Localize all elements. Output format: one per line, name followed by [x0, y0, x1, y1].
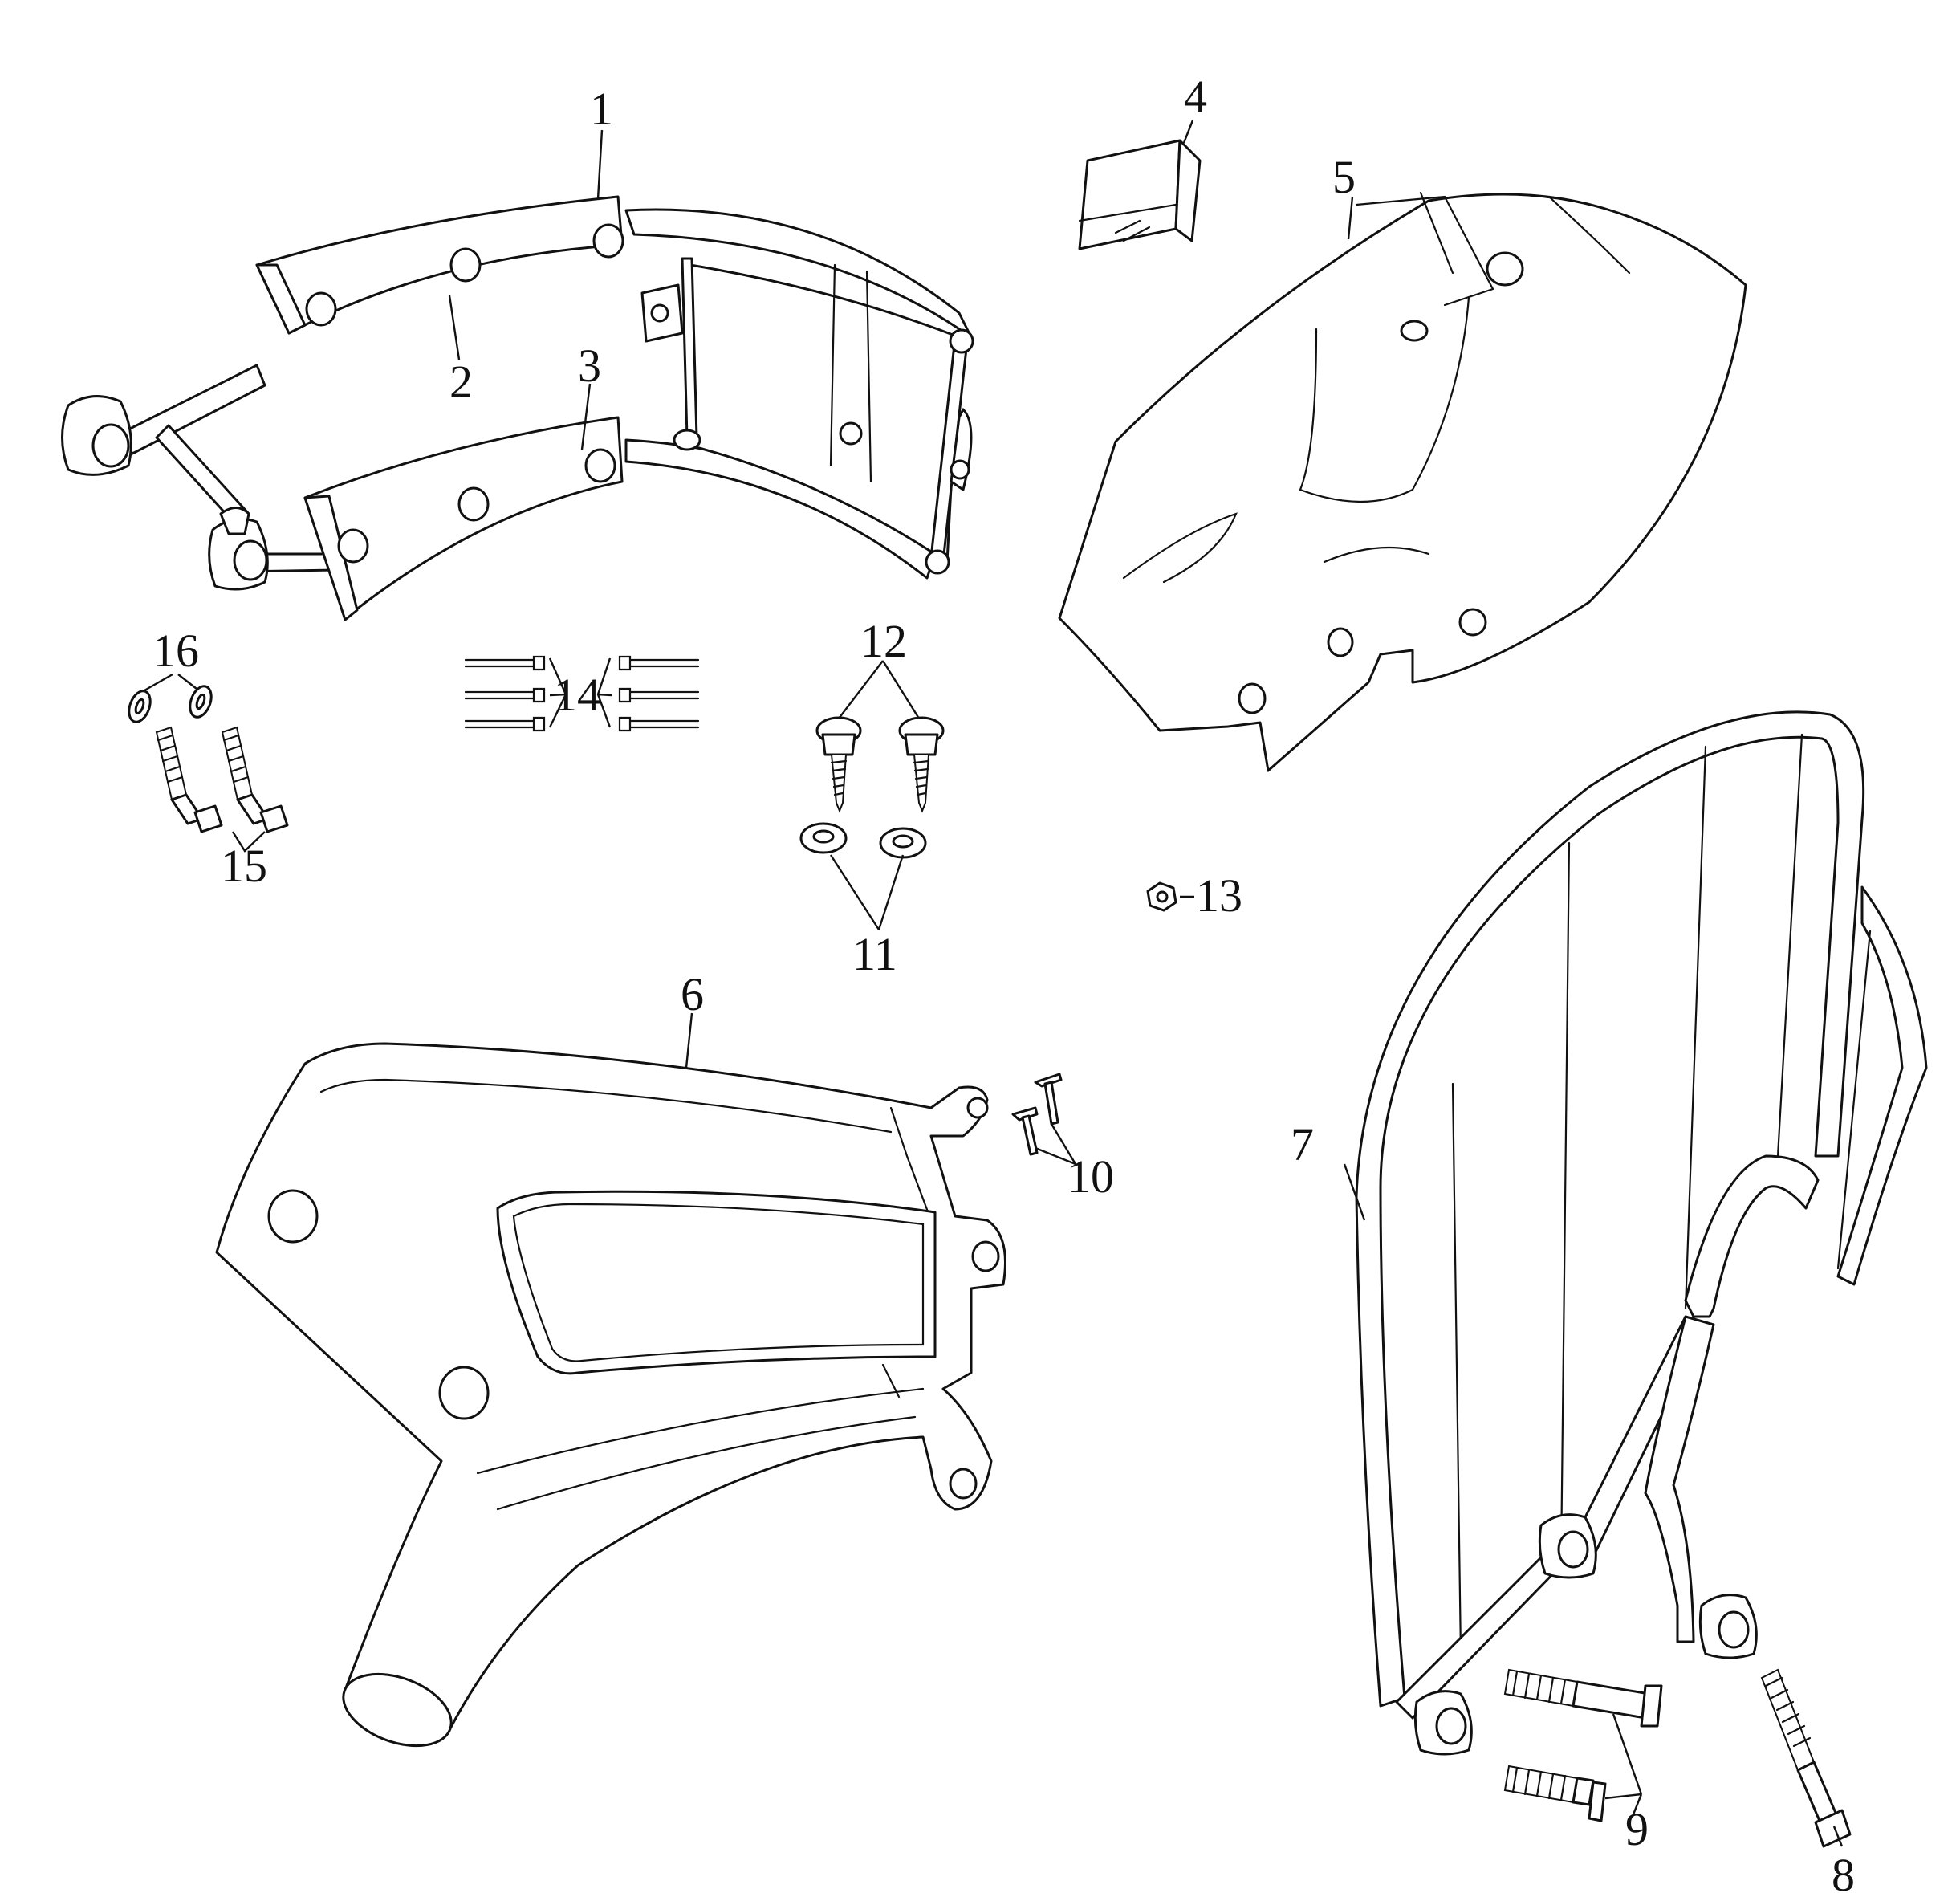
part-bolts-9 — [1503, 1668, 1663, 1822]
callout-10: 10 — [1067, 1150, 1114, 1203]
part-rear-rack — [1355, 710, 1928, 1756]
callout-14: 14 — [554, 669, 600, 721]
callout-9: 9 — [1625, 1803, 1649, 1855]
part-bolts-15 — [155, 726, 289, 833]
part-bolt-8 — [1760, 1668, 1852, 1848]
part-side-cover — [215, 1042, 1006, 1748]
callout-5: 5 — [1332, 151, 1356, 203]
callout-6: 6 — [681, 968, 704, 1020]
callout-16: 16 — [152, 625, 199, 677]
part-rear-fender — [1058, 191, 1747, 772]
part-screws-12 — [815, 716, 945, 813]
part-rail-upper — [255, 195, 624, 335]
callout-7: 7 — [1291, 1118, 1314, 1170]
part-nut-13 — [1146, 881, 1177, 912]
part-rivets-10 — [1011, 1073, 1063, 1156]
callout-4: 4 — [1184, 71, 1207, 123]
callout-13: 13 — [1196, 869, 1242, 922]
callout-12: 12 — [860, 615, 907, 667]
leader-lines — [144, 120, 1844, 1847]
part-reflector — [1078, 139, 1202, 250]
callout-11: 11 — [852, 928, 897, 980]
callout-15: 15 — [221, 840, 267, 892]
part-rail-lower — [303, 416, 624, 621]
callout-2: 2 — [449, 356, 473, 408]
part-carrier-frame — [61, 208, 974, 591]
callout-labels: 1 2 3 4 5 6 7 8 9 10 11 12 13 14 15 16 — [152, 71, 1855, 1893]
callout-1: 1 — [590, 83, 613, 135]
callout-3: 3 — [578, 340, 601, 392]
part-washers-11 — [799, 822, 927, 859]
part-washers-16 — [128, 685, 213, 723]
part-pins-14 — [464, 655, 700, 732]
callout-8: 8 — [1832, 1849, 1855, 1893]
